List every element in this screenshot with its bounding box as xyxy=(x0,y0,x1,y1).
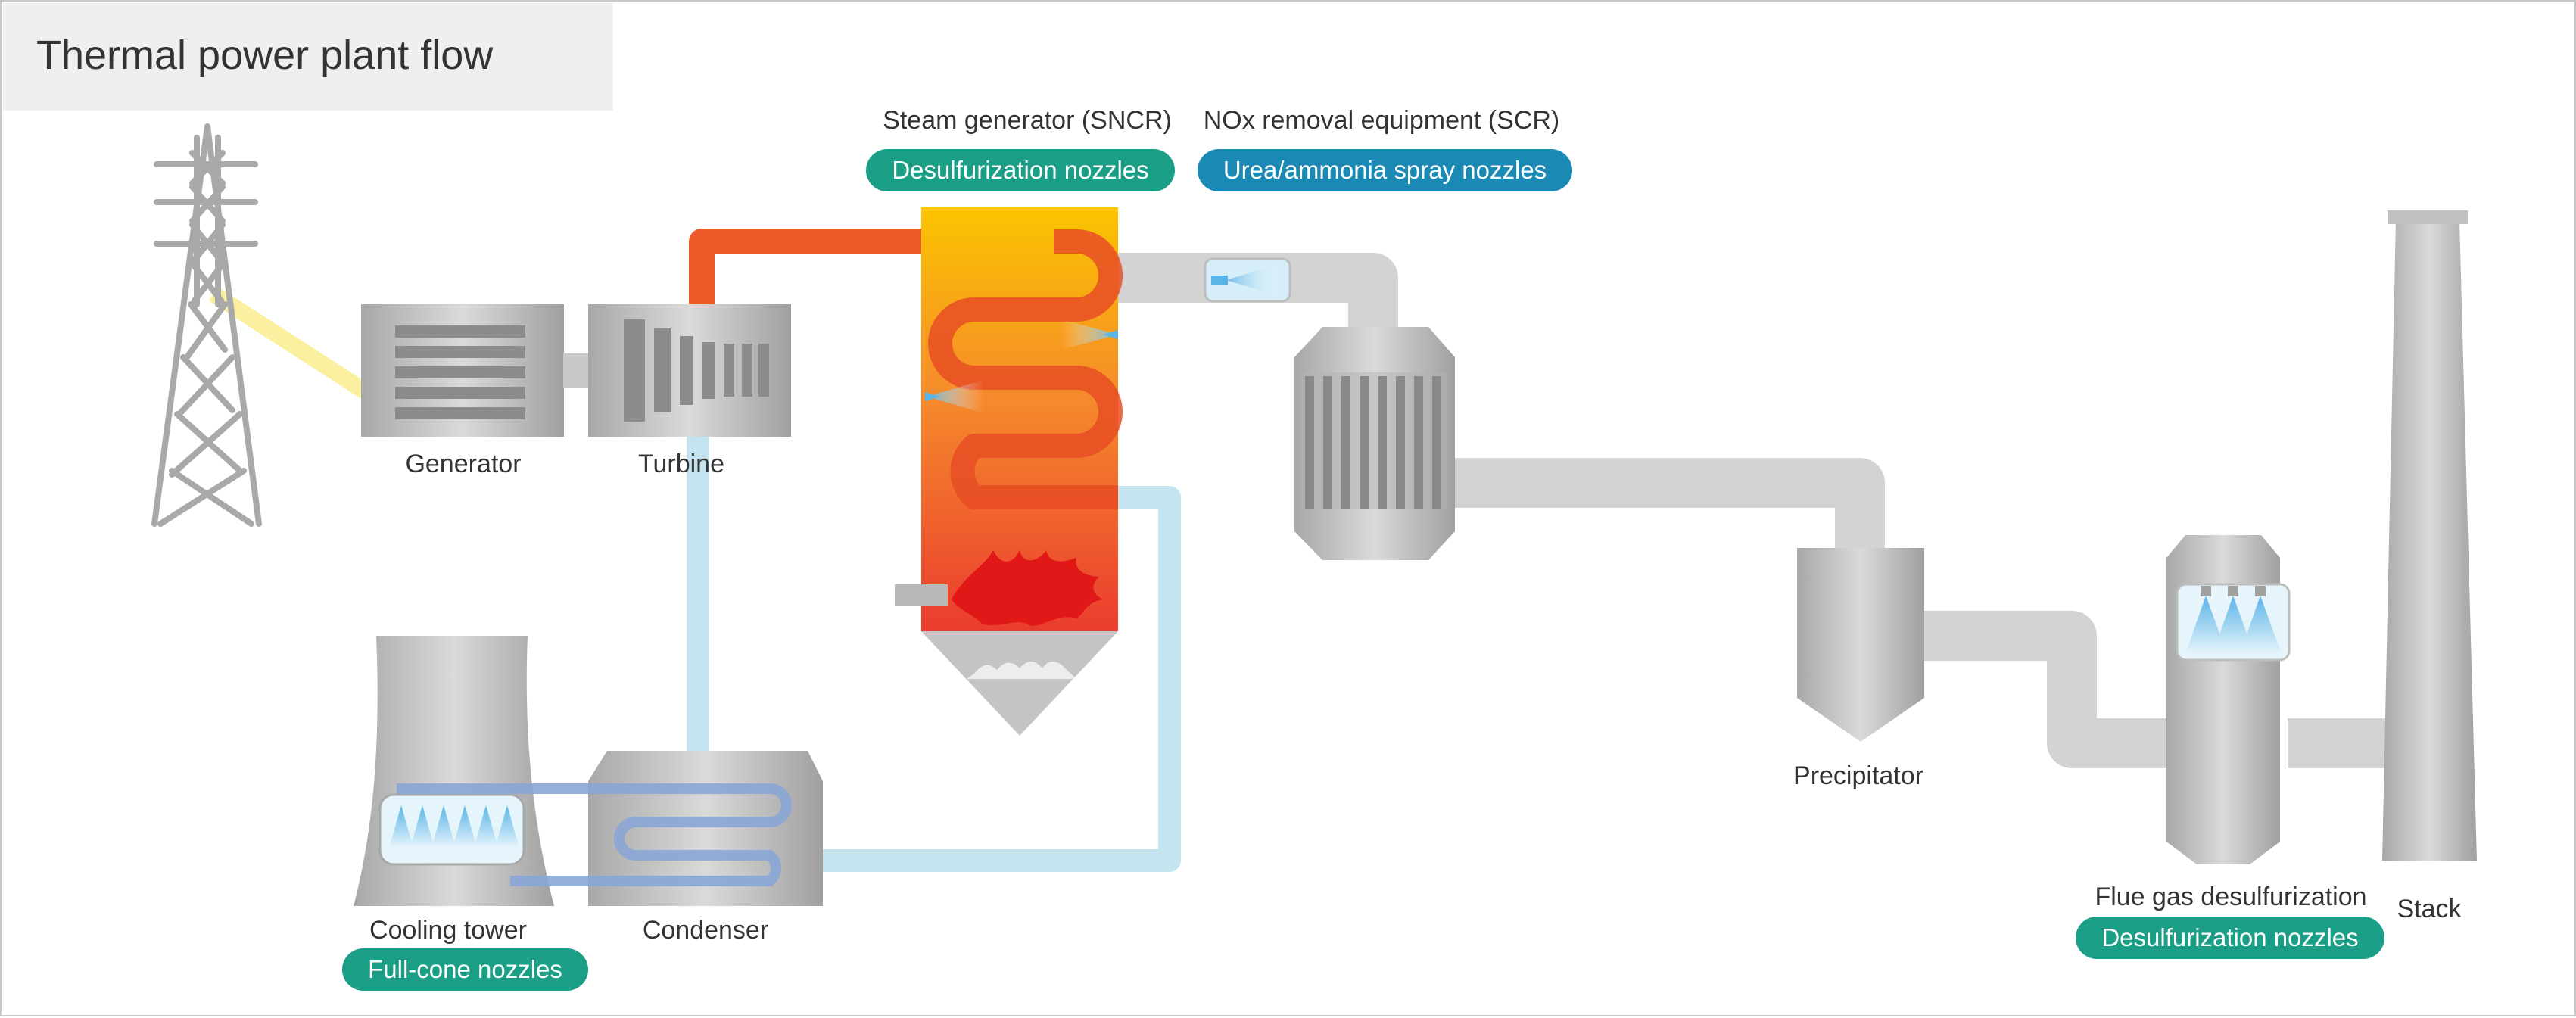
turbine-label: Turbine xyxy=(637,450,725,478)
spray-nozzle-icon xyxy=(925,380,984,413)
steam-generator xyxy=(895,207,1123,736)
spray-nozzle-icon xyxy=(1061,319,1118,350)
precipitator xyxy=(1797,548,1924,742)
power-line xyxy=(209,286,369,399)
nox-removal-label: NOx removal equipment (SCR) xyxy=(1203,106,1560,135)
flue-gas-ducts xyxy=(1114,253,2386,768)
spray-nozzle-icon xyxy=(1204,257,1291,303)
cooling-tower xyxy=(354,636,554,906)
stack xyxy=(2382,210,2477,861)
flame-icon xyxy=(952,550,1103,626)
transmission-tower-icon xyxy=(151,123,262,527)
steam-generator-label: Steam generator (SNCR) xyxy=(883,106,1172,135)
condenser xyxy=(397,751,823,906)
flue-gas-desulfurization-nozzles-pill[interactable]: Desulfurization nozzles xyxy=(2076,917,2384,959)
precipitator-label: Precipitator xyxy=(1793,761,1923,790)
condenser-label: Condenser xyxy=(642,916,769,945)
cooling-tower-label: Cooling tower xyxy=(369,916,527,945)
cooling-water-pipe xyxy=(687,437,1181,872)
title-box: Thermal power plant flow xyxy=(3,3,613,111)
turbine xyxy=(588,304,791,437)
steam-generator-nozzles-pill[interactable]: Desulfurization nozzles xyxy=(866,149,1175,191)
nox-removal-nozzles-pill[interactable]: Urea/ammonia spray nozzles xyxy=(1198,149,1572,191)
spray-nozzle-icon xyxy=(389,805,519,848)
page-title: Thermal power plant flow xyxy=(36,33,494,78)
generator-label: Generator xyxy=(405,450,522,478)
spray-nozzle-icon xyxy=(2185,586,2282,654)
generator xyxy=(361,304,564,437)
cooling-tower-nozzles-pill[interactable]: Full-cone nozzles xyxy=(342,948,588,991)
nox-removal-equipment xyxy=(1294,327,1455,560)
flue-gas-desulfurization-tower xyxy=(2166,535,2291,864)
generator-shaft xyxy=(563,353,590,388)
stack-label: Stack xyxy=(2397,895,2462,923)
flue-gas-desulfurization-label: Flue gas desulfurization xyxy=(2095,883,2367,911)
